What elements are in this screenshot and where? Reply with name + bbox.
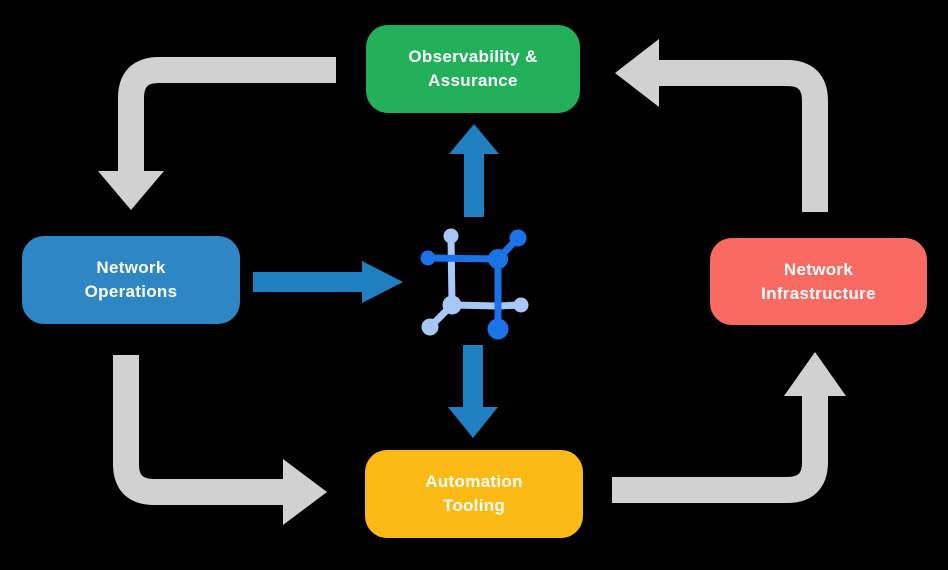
arrow-center-to-observability	[449, 124, 499, 217]
node-label-line: Observability &	[408, 47, 538, 66]
icon-light-links	[421, 228, 529, 336]
node-automation-tooling: Automation Tooling	[365, 450, 583, 538]
node-observability-assurance: Observability & Assurance	[366, 25, 580, 113]
node-label-line: Network	[96, 258, 166, 277]
arrow-center-to-tooling	[448, 345, 498, 438]
node-label-line: Assurance	[428, 71, 518, 90]
arrow-tooling-to-infrastructure	[612, 352, 846, 503]
arrow-operations-to-center	[253, 261, 403, 303]
node-label-line: Automation	[425, 472, 523, 491]
arrow-operations-to-tooling	[113, 355, 327, 525]
icon-dark-links	[420, 229, 527, 340]
node-network-operations: Network Operations	[22, 236, 240, 324]
node-network-infrastructure: Network Infrastructure	[710, 238, 927, 325]
node-label-line: Infrastructure	[761, 283, 876, 303]
node-label-line: Tooling	[442, 496, 506, 515]
node-label-line: Network	[783, 259, 854, 279]
network-automation-icon	[420, 228, 529, 340]
arrow-observability-to-operations	[98, 57, 336, 210]
arrow-infrastructure-to-observability	[615, 39, 828, 212]
node-label-line: Operations	[84, 282, 178, 301]
